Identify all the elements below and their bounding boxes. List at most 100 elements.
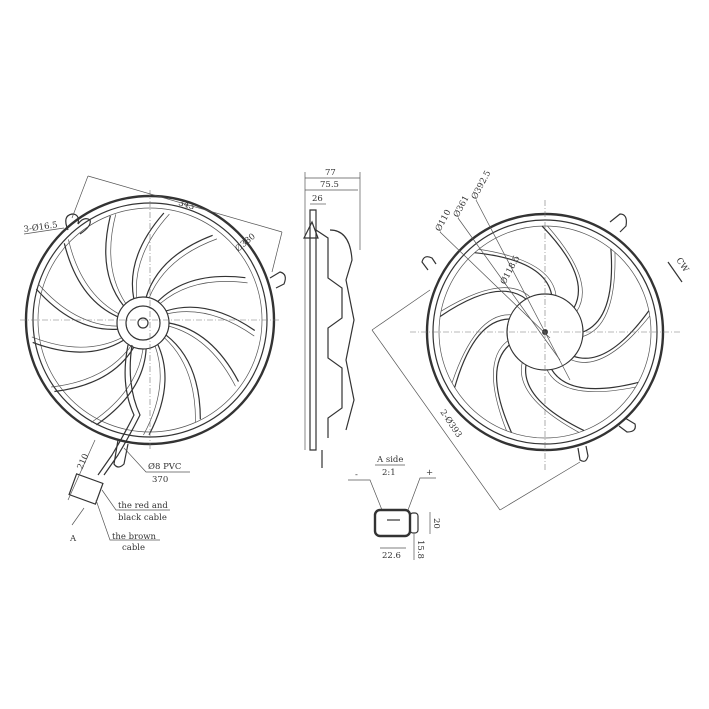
label-body-depth: 75.5 — [320, 180, 339, 190]
fan-blade — [582, 248, 613, 333]
fan-blade-edge — [478, 248, 557, 296]
dimension-line-210 — [67, 439, 96, 501]
side-profile — [315, 229, 343, 438]
fan-blade-edge — [168, 325, 236, 387]
fan-blade — [551, 369, 639, 390]
side-frame — [309, 209, 317, 451]
extension-line — [499, 461, 581, 511]
connector-latch — [409, 512, 419, 534]
fan-blade-edge — [164, 337, 196, 422]
motor-housing — [116, 296, 170, 350]
mount-tab-right — [269, 271, 286, 289]
fan-blade-edge — [148, 238, 218, 298]
leader-positive — [407, 477, 436, 511]
dimension-line-343 — [87, 175, 283, 233]
label-cable-spec: Ø8 PVC — [148, 461, 181, 472]
fan-blade — [454, 318, 510, 388]
connector-body — [373, 508, 412, 538]
fan-blade — [148, 344, 166, 436]
leader-mount-holes — [23, 227, 65, 235]
fan-blade — [541, 225, 579, 308]
fan-blade-edge — [546, 369, 636, 392]
fan-blade-edge — [37, 283, 118, 327]
fan-blade-edge — [570, 315, 651, 363]
label-rotation: CW — [674, 256, 691, 274]
leader-dia-3 — [475, 199, 571, 381]
extension-line — [71, 175, 89, 219]
leader-negative — [348, 479, 383, 511]
cable — [97, 344, 135, 476]
fan-blade — [439, 290, 527, 317]
rotation-arrow-icon — [667, 261, 683, 283]
connector-plug — [68, 473, 104, 505]
fan-blade — [32, 339, 124, 353]
label-connector-length: 210 — [76, 452, 92, 471]
rear-tab-bottom — [577, 445, 589, 462]
label-overall-width: 343 — [177, 198, 195, 212]
fan-blade-edge — [110, 214, 127, 304]
label-dia-2: Ø361 — [451, 194, 472, 220]
mount-tab-top-left — [65, 213, 91, 235]
extension-line — [271, 231, 283, 273]
side-bracket — [303, 220, 319, 239]
rear-tab-right — [618, 417, 636, 433]
label-width: 22.6 — [382, 551, 401, 561]
fan-blade-edge — [68, 239, 119, 315]
label-dia-1: Ø110 — [433, 208, 454, 234]
fan-blade — [35, 288, 118, 330]
mount-tab-bottom — [113, 439, 129, 468]
rear-tab-left — [421, 256, 437, 271]
side-blade-profile — [329, 229, 355, 431]
fan-blade — [165, 306, 256, 331]
fan-blade-edge — [582, 252, 616, 337]
fan-blade-edge — [493, 340, 509, 431]
fan-blade — [145, 234, 213, 298]
fan-blade — [474, 252, 553, 295]
fan-blade-edge — [143, 345, 161, 436]
fan-blade — [165, 334, 201, 420]
label-brown-1: the brown — [112, 532, 157, 542]
fan-blade-edge — [547, 225, 583, 312]
fan-blade — [168, 322, 240, 382]
label-red-black-1: the red and — [118, 501, 168, 511]
rear-view: Ø110 Ø361 Ø392.5 Ø118.5 2-Ø393 CW — [371, 169, 691, 511]
label-pin-depth: 15.8 — [415, 540, 425, 559]
fan-blade-edge — [520, 362, 580, 433]
fan-blade — [63, 243, 118, 318]
leader-dia-2 — [457, 217, 561, 361]
label-total-depth: 77 — [325, 168, 336, 178]
fan-blade-edge — [31, 336, 122, 348]
fan-blade-edge — [451, 314, 512, 384]
fan-blade — [157, 275, 246, 303]
extension-line — [371, 289, 431, 331]
label-brown-2: cable — [122, 543, 145, 553]
view-arrow-a — [71, 507, 85, 526]
front-blades — [31, 212, 256, 436]
fan-blade — [105, 215, 125, 307]
motor-shaft — [137, 317, 149, 329]
motor-hub — [125, 305, 161, 341]
label-dia-3: Ø392.5 — [469, 169, 493, 202]
leader-red-black — [101, 489, 170, 511]
fan-blade — [54, 347, 135, 393]
label-mount-holes: 3-Ø16.5 — [23, 219, 58, 235]
fan-blade-edge — [91, 348, 144, 423]
label-positive: + — [426, 468, 433, 478]
fan-blade — [131, 212, 165, 299]
fan-blade — [496, 344, 513, 433]
label-red-black-2: black cable — [118, 513, 167, 523]
cable-2 — [103, 344, 141, 476]
leader-cable-spec — [123, 447, 190, 473]
label-height: 20 — [431, 518, 441, 529]
label-motor-depth: 26 — [312, 194, 323, 204]
label-detail-title: A side — [376, 455, 403, 465]
label-view-a: A — [69, 534, 77, 544]
connector-detail: A side 2:1 - + 20 22.6 15.8 — [348, 455, 441, 561]
label-detail-scale: 2:1 — [382, 468, 396, 478]
rear-tab-top-right — [609, 213, 627, 233]
dim-line-mount — [371, 329, 501, 511]
front-view: 343 3-Ø16.5 Ø380 210 Ø8 PVC 370 the red … — [20, 175, 286, 553]
label-cable-length: 370 — [152, 475, 168, 485]
fan-blade-edge — [167, 311, 255, 337]
